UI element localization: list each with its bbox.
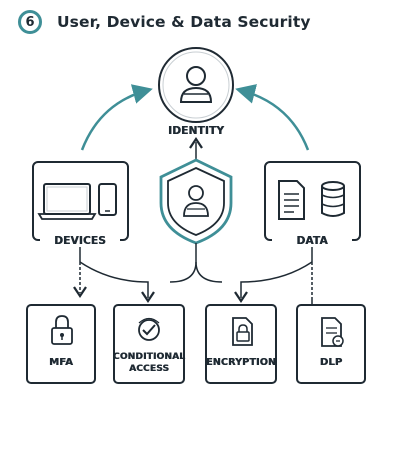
user-icon — [179, 66, 213, 103]
control-label-encryption: ENCRYPTION — [205, 357, 277, 368]
check-shield-icon — [138, 317, 160, 341]
control-label-dlp: DLP — [319, 357, 343, 368]
connector-lines — [73, 240, 313, 306]
devices-label: DEVICES — [40, 235, 120, 247]
data-node — [264, 161, 361, 241]
encrypted-file-icon — [232, 317, 253, 346]
devices-node — [32, 161, 129, 241]
control-box-mfa — [26, 304, 96, 384]
identity-node — [158, 47, 234, 123]
devices-to-identity-arrow — [80, 84, 153, 151]
identity-label: IDENTITY — [167, 125, 225, 137]
diagram-title: User, Device & Data Security — [57, 13, 311, 31]
shield-node — [159, 158, 233, 245]
document-icon — [321, 317, 344, 347]
control-label-conditional-access: CONDITIONAL ACCESS — [112, 352, 186, 374]
data-to-identity-arrow — [235, 84, 310, 151]
user-icon — [183, 185, 209, 217]
document-icon — [278, 180, 305, 220]
data-label: DATA — [272, 235, 352, 247]
control-label-mfa: MFA — [49, 357, 73, 368]
phone-icon — [98, 183, 117, 216]
database-icon — [321, 181, 345, 217]
laptop-icon — [37, 183, 97, 220]
control-box-dlp — [296, 304, 366, 384]
control-box-conditional-access — [113, 304, 185, 384]
control-box-encryption — [205, 304, 277, 384]
lock-icon — [51, 315, 73, 345]
step-number-badge: 6 — [18, 10, 42, 34]
